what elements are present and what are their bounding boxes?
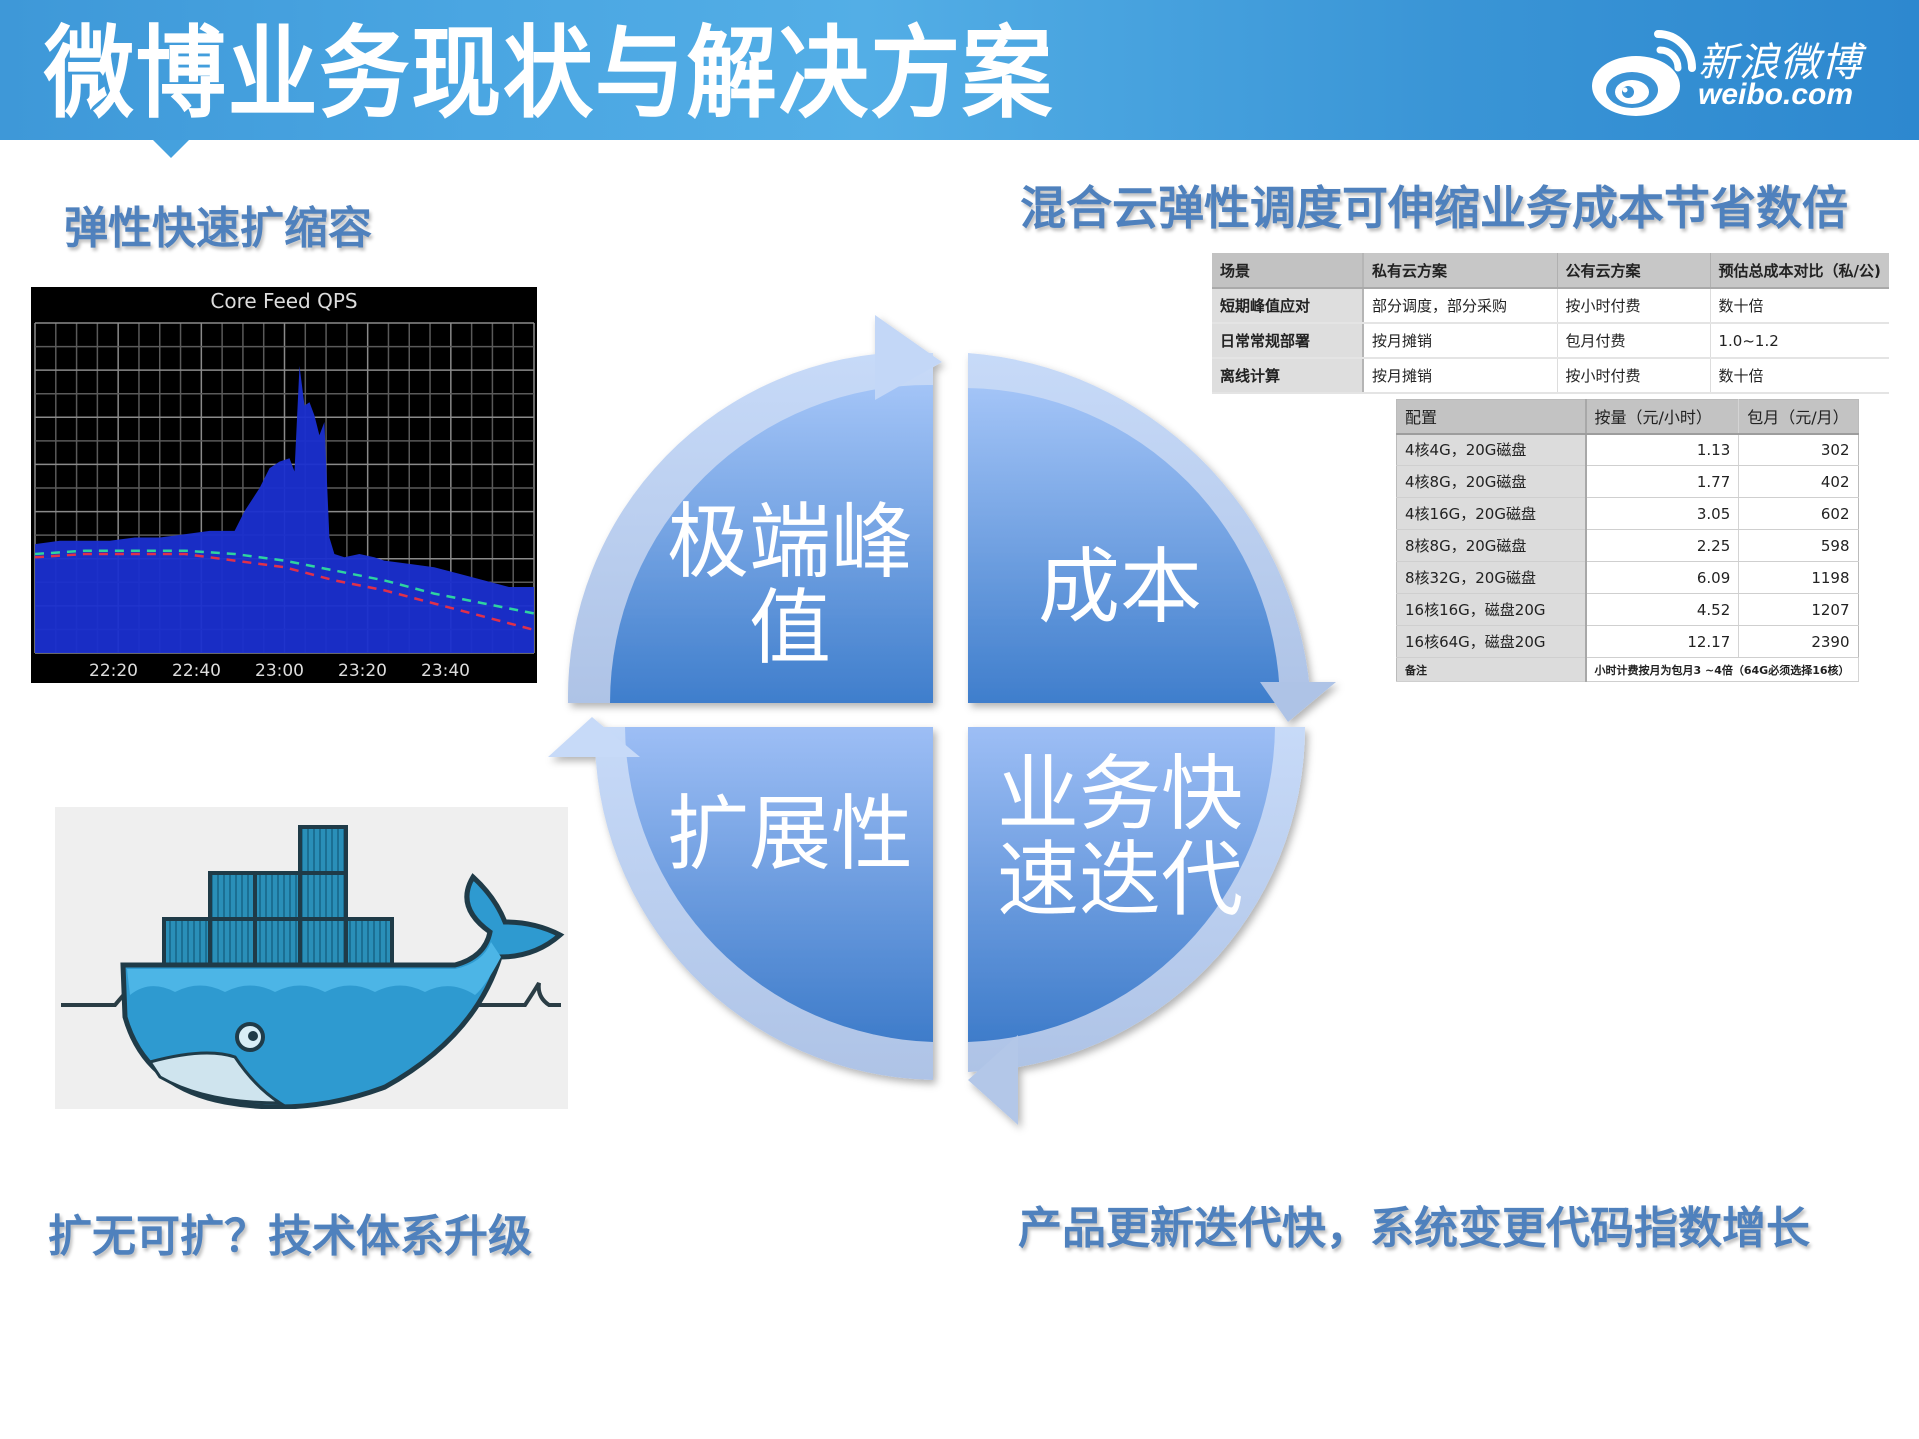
table-cell: 按月摊销 xyxy=(1363,323,1558,359)
quadrant-cost: 成本 xyxy=(1010,545,1230,631)
quadrant-label-line: 值 xyxy=(748,581,831,676)
quadrant-rapid-iteration: 业务快 速迭代 xyxy=(990,752,1250,924)
x-tick-label: 23:20 xyxy=(338,661,387,681)
pricing-table: 配置 按量（元/小时） 包月（元/月） 4核4G，20G磁盘 1.13 302 … xyxy=(1396,399,1859,682)
quadrant-label-line: 极端峰 xyxy=(666,495,913,590)
table-cell: 12.17 xyxy=(1585,625,1740,658)
table-cell: 短期峰值应对 xyxy=(1212,288,1364,324)
table-cell: 数十倍 xyxy=(1710,288,1889,324)
column-header: 公有云方案 xyxy=(1557,253,1711,289)
table-cell: 8核32G，20G磁盘 xyxy=(1396,561,1587,594)
caption-tech-upgrade: 扩无可扩？技术体系升级 xyxy=(48,1211,532,1262)
quadrant-label-line: 速迭代 xyxy=(996,833,1243,928)
table-cell: 402 xyxy=(1738,465,1858,498)
table-cell: 离线计算 xyxy=(1212,358,1364,394)
table-cell: 6.09 xyxy=(1585,561,1740,594)
table-row: 4核16G，20G磁盘 3.05 602 xyxy=(1396,497,1858,530)
table-cell: 部分调度，部分采购 xyxy=(1363,288,1558,324)
cycle-diagram-graphic xyxy=(548,315,1336,1125)
table-cell: 1.0~1.2 xyxy=(1710,323,1889,359)
table-header-row: 场景 私有云方案 公有云方案 预估总成本对比（私/公) xyxy=(1212,253,1889,289)
quadrant-label-line: 业务快 xyxy=(996,747,1243,842)
table-cell: 数十倍 xyxy=(1710,358,1889,394)
table-cell: 1207 xyxy=(1738,593,1858,626)
chart-title: Core Feed QPS xyxy=(210,289,358,313)
column-header: 私有云方案 xyxy=(1363,253,1558,289)
docker-whale-icon xyxy=(61,825,565,1110)
table-cell: 4核16G，20G磁盘 xyxy=(1396,497,1587,530)
table-cell: 按小时付费 xyxy=(1557,358,1711,394)
table-row: 离线计算 按月摊销 按小时付费 数十倍 xyxy=(1212,358,1889,394)
column-header: 按量（元/小时） xyxy=(1585,399,1740,435)
x-tick-label: 22:20 xyxy=(89,661,138,681)
qps-chart-plot xyxy=(34,322,535,654)
table-row: 4核8G，20G磁盘 1.77 402 xyxy=(1396,465,1858,498)
column-header: 预估总成本对比（私/公) xyxy=(1710,253,1889,289)
x-tick-label: 22:40 xyxy=(172,661,221,681)
quadrant-extreme-peak: 极端峰 值 xyxy=(660,500,920,672)
table-row: 短期峰值应对 部分调度，部分采购 按小时付费 数十倍 xyxy=(1212,288,1889,324)
x-tick-label: 23:00 xyxy=(255,661,304,681)
table-cell: 3.05 xyxy=(1585,497,1740,530)
table-row: 4核4G，20G磁盘 1.13 302 xyxy=(1396,433,1858,466)
table-cell: 302 xyxy=(1738,433,1858,466)
column-header: 包月（元/月） xyxy=(1738,399,1858,435)
table-row: 8核32G，20G磁盘 6.09 1198 xyxy=(1396,561,1858,594)
table-row: 日常常规部署 按月摊销 包月付费 1.0~1.2 xyxy=(1212,323,1889,359)
table-row: 8核8G，20G磁盘 2.25 598 xyxy=(1396,529,1858,562)
table-cell: 4核4G，20G磁盘 xyxy=(1396,433,1587,466)
caption-rapid-iteration: 产品更新迭代快，系统变更代码指数增长 xyxy=(1018,1203,1810,1254)
slide-title: 微博业务现状与解决方案 xyxy=(44,15,1054,132)
table-cell: 按月摊销 xyxy=(1363,358,1558,394)
x-tick-label: 23:40 xyxy=(421,661,470,681)
weibo-eye-icon xyxy=(1592,30,1696,116)
quadrant-label-line: 扩展性 xyxy=(666,787,913,882)
table-cell: 1198 xyxy=(1738,561,1858,594)
table-note-row: 备注 小时计费按月为包月3 ~4倍（64G必须选择16核） xyxy=(1396,657,1859,682)
table-cell: 包月付费 xyxy=(1557,323,1711,359)
quadrant-label-line: 成本 xyxy=(1037,540,1202,635)
table-row: 16核16G，磁盘20G 4.52 1207 xyxy=(1396,593,1858,626)
table-cell: 2390 xyxy=(1738,625,1858,658)
column-header: 配置 xyxy=(1396,399,1587,435)
table-cell: 日常常规部署 xyxy=(1212,323,1364,359)
cycle-diagram: 极端峰 值 成本 业务快 速迭代 扩展性 xyxy=(530,290,1390,1150)
caption-elastic-scaling: 弹性快速扩缩容 xyxy=(64,203,372,254)
table-cell: 1.77 xyxy=(1585,465,1740,498)
quadrant-scalability: 扩展性 xyxy=(660,792,920,878)
table-header-row: 配置 按量（元/小时） 包月（元/月） xyxy=(1396,399,1858,435)
table-cell: 598 xyxy=(1738,529,1858,562)
table-cell: 按小时付费 xyxy=(1557,288,1711,324)
logo-brand-en: weibo.com xyxy=(1698,78,1854,111)
docker-logo xyxy=(55,807,568,1110)
table-cell: 4.52 xyxy=(1585,593,1740,626)
weibo-logo: 新浪微博 weibo.com xyxy=(1588,26,1888,122)
table-cell: 16核16G，磁盘20G xyxy=(1396,593,1587,626)
column-header: 场景 xyxy=(1212,253,1364,289)
qps-chart: Core Feed QPS 22:20 22:40 23:00 23:20 23… xyxy=(31,287,537,683)
table-row: 16核64G，磁盘20G 12.17 2390 xyxy=(1396,625,1858,658)
table-cell: 2.25 xyxy=(1585,529,1740,562)
table-cell: 4核8G，20G磁盘 xyxy=(1396,465,1587,498)
table-cell: 602 xyxy=(1738,497,1858,530)
header-pointer xyxy=(153,140,189,158)
cost-comparison-table: 场景 私有云方案 公有云方案 预估总成本对比（私/公) 短期峰值应对 部分调度，… xyxy=(1212,253,1889,394)
table-cell: 8核8G，20G磁盘 xyxy=(1396,529,1587,562)
note-label: 备注 xyxy=(1396,657,1587,682)
caption-hybrid-cloud: 混合云弹性调度可伸缩业务成本节省数倍 xyxy=(1020,181,1848,235)
table-cell: 16核64G，磁盘20G xyxy=(1396,625,1587,658)
note-text: 小时计费按月为包月3 ~4倍（64G必须选择16核） xyxy=(1585,657,1859,682)
logo-brand-cn: 新浪微博 xyxy=(1698,40,1862,86)
table-cell: 1.13 xyxy=(1585,433,1740,466)
